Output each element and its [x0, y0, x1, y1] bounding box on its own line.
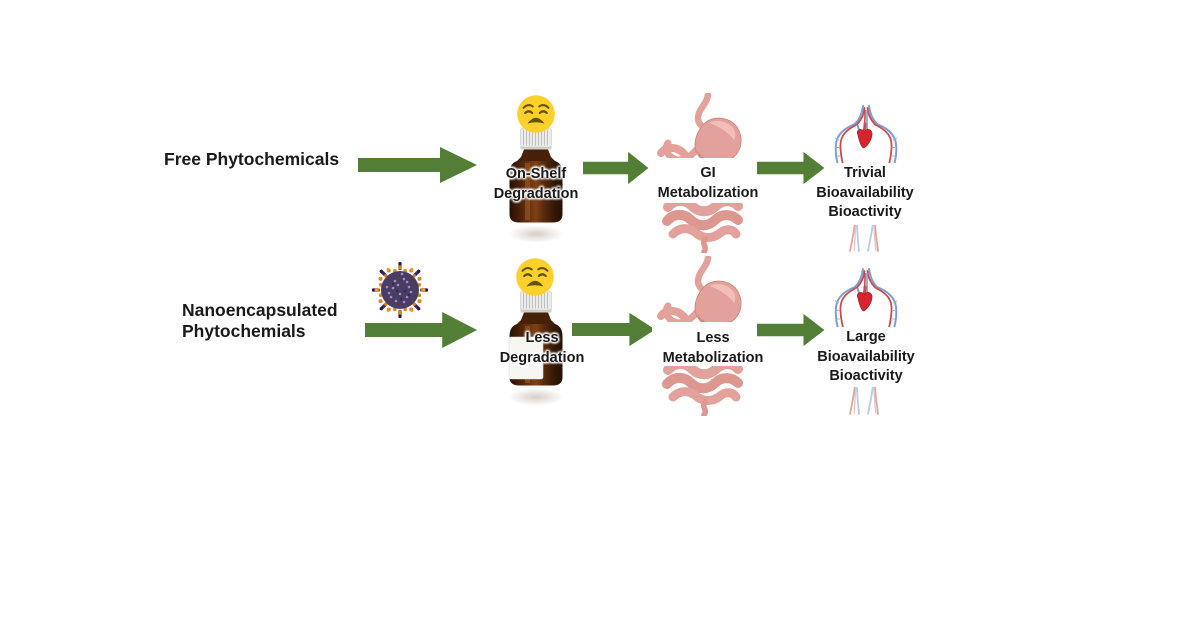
- caption-line: Bioavailability: [816, 184, 914, 201]
- caption-line: GI: [700, 165, 716, 181]
- row-label-line: Free Phytochemicals: [164, 149, 340, 169]
- caption-backdrop: [830, 163, 902, 225]
- row-label-line: Nanoencapsulated: [182, 300, 338, 320]
- caption-less-metabolization: Less Metabolization: [633, 329, 793, 368]
- caption-line: Bioavailability: [817, 348, 915, 365]
- bottle-reflection: [508, 388, 564, 406]
- row-label-free-phytochemicals: Free Phytochemicals: [164, 149, 339, 170]
- caption-line: Trivial: [844, 165, 886, 181]
- caption-line: Large: [846, 329, 886, 345]
- caption-line: Degradation: [493, 185, 579, 202]
- caption-line: Metabolization: [657, 184, 759, 201]
- caption-line: Bioactivity: [829, 368, 903, 384]
- row-label-line: Phytochemials: [182, 320, 306, 341]
- caption-line: Degradation: [499, 349, 585, 366]
- bottle-reflection: [508, 225, 564, 243]
- caption-on-shelf-degradation: On-Shelf Degradation: [456, 165, 616, 204]
- caption-line: Less: [696, 330, 730, 346]
- caption-line: Metabolization: [662, 349, 764, 366]
- caption-backdrop: [830, 327, 902, 387]
- sad-emoji-icon: [515, 257, 555, 297]
- caption-trivial-bioavailability: Trivial Bioavailability Bioactivity: [785, 164, 945, 223]
- caption-less-degradation: Less Degradation: [462, 329, 622, 368]
- caption-backdrop: [652, 158, 754, 203]
- caption-line: Less: [525, 330, 559, 346]
- caption-line: Bioactivity: [828, 204, 902, 220]
- row-label-nanoencapsulated-phytochemials: Nanoencapsulated Phytochemials: [182, 300, 338, 341]
- caption-backdrop: [652, 322, 754, 366]
- sad-emoji-icon: [516, 94, 556, 134]
- caption-line: On-Shelf: [505, 166, 567, 182]
- caption-large-bioavailability: Large Bioavailability Bioactivity: [786, 328, 946, 387]
- caption-gi-metabolization: GI Metabolization: [628, 164, 788, 203]
